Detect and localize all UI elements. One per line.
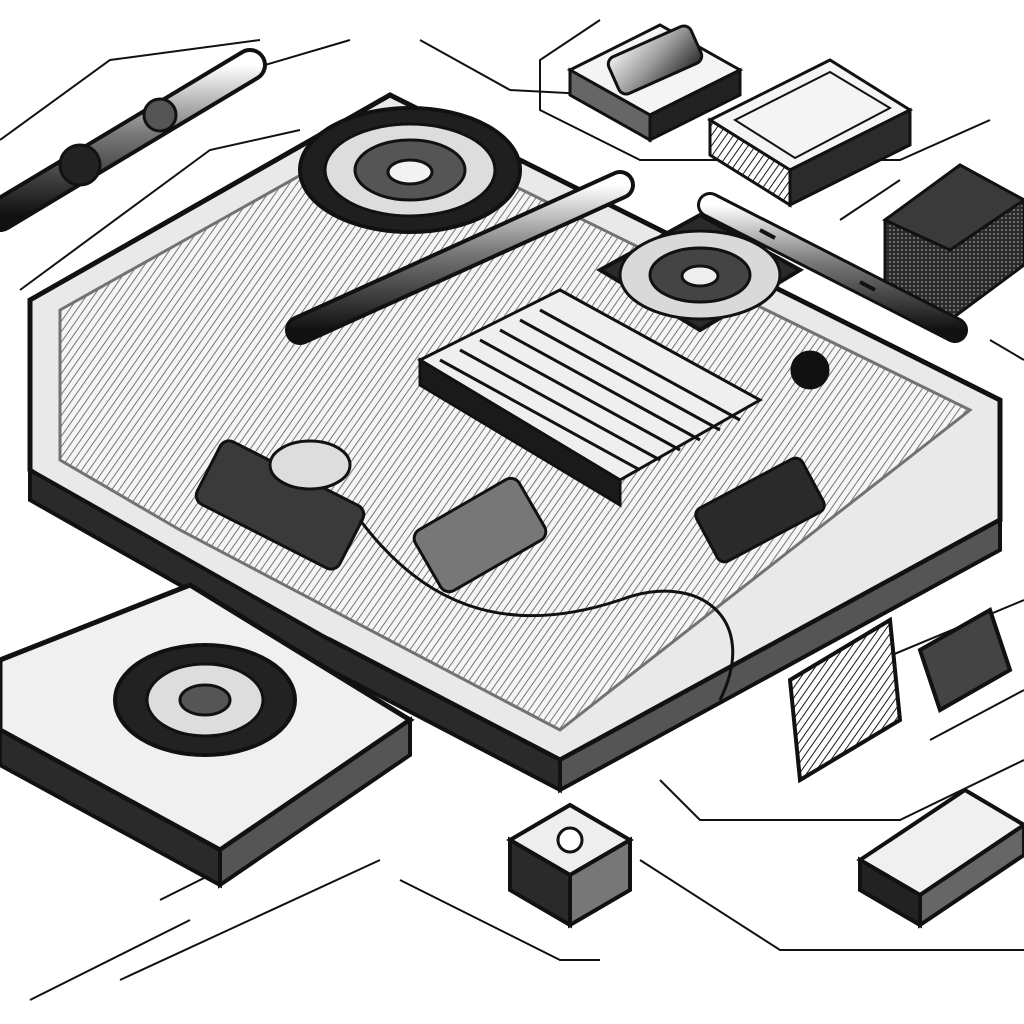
small-board [787, 607, 1013, 784]
heatsink-fins [416, 288, 764, 508]
right-fan [595, 212, 805, 333]
small-module-box [566, 23, 744, 143]
top-fan [298, 106, 522, 234]
side-cartridge [0, 582, 415, 889]
tube-tool [697, 192, 968, 343]
left-rod [0, 48, 267, 232]
internal-components [194, 170, 830, 701]
ssd-block [706, 58, 914, 208]
battery-pack [856, 787, 1024, 929]
connector-box [506, 802, 634, 929]
